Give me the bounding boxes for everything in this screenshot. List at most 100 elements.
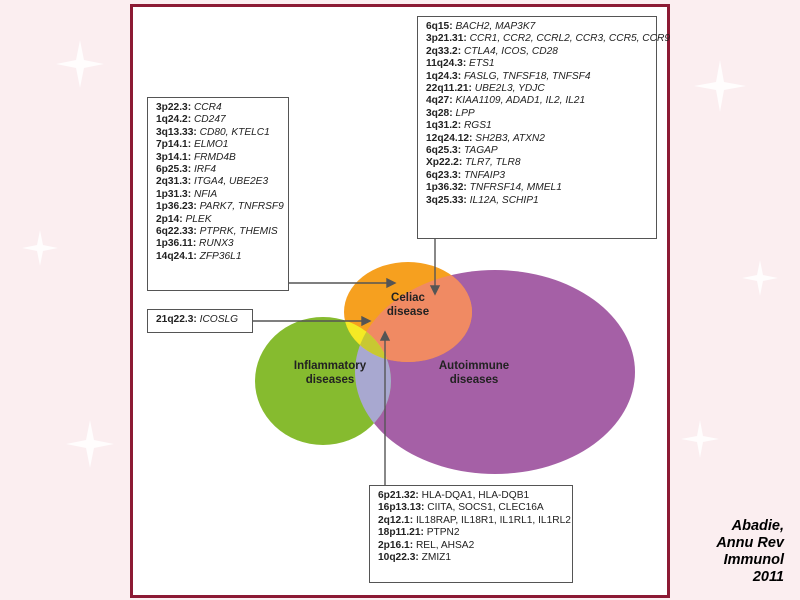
gene-entry: 1p36.32: TNFRSF14, MMEL1 bbox=[426, 182, 648, 194]
locus-label: 2q12.1: bbox=[378, 514, 414, 526]
citation-line: Annu Rev bbox=[716, 535, 784, 551]
gene-entry: 6q23.3: TNFAIP3 bbox=[426, 170, 648, 182]
gene-entry: 2p16.1: REL, AHSA2 bbox=[378, 540, 564, 552]
sparkle-star bbox=[681, 420, 719, 458]
sparkle-star bbox=[742, 260, 778, 296]
gene-entry: 7p14.1: ELMO1 bbox=[156, 139, 280, 151]
locus-label: 1p36.11: bbox=[156, 238, 197, 250]
gene-entry: 1p36.23: PARK7, TNFRSF9 bbox=[156, 201, 284, 213]
gene-names: TNFRSF14, MMEL1 bbox=[466, 182, 562, 194]
citation-line: Immunol bbox=[723, 552, 784, 568]
gene-names: CCR4 bbox=[191, 102, 222, 113]
gene-names: FASLG, TNFSF18, TNFSF4 bbox=[461, 70, 591, 82]
sparkle-star bbox=[66, 420, 114, 468]
gene-entry: 1q24.3: FASLG, TNFSF18, TNFSF4 bbox=[426, 71, 648, 83]
gene-entry: 1q24.2: CD247 bbox=[156, 114, 280, 126]
locus-label: 12q24.12: bbox=[426, 132, 473, 144]
gene-names: PTPN2 bbox=[423, 527, 460, 539]
citation: Abadie, Annu Rev Immunol 2011 bbox=[664, 518, 784, 586]
locus-label: 7p14.1: bbox=[156, 139, 192, 151]
locus-label: 1q24.2: bbox=[156, 114, 192, 126]
gene-entry: 21q22.3: ICOSLG bbox=[156, 314, 244, 326]
locus-label: 3q13.33: bbox=[156, 126, 197, 138]
gene-entry: 4q27: KIAA1109, ADAD1, IL2, IL21 bbox=[426, 95, 648, 107]
gene-entry: 1p36.11: RUNX3 bbox=[156, 238, 280, 250]
gene-entry: 18p11.21: PTPN2 bbox=[378, 527, 564, 539]
gene-names: REL, AHSA2 bbox=[413, 539, 475, 551]
locus-label: 22q11.21: bbox=[426, 83, 472, 95]
gene-names: ITGA4, UBE2E3 bbox=[191, 176, 269, 188]
locus-label: 14q24.1: bbox=[156, 250, 197, 262]
locus-label: 11q24.3: bbox=[426, 58, 467, 70]
autoimmune-label: Autoimmune diseases bbox=[438, 360, 510, 386]
locus-label: 3p14.1: bbox=[156, 151, 192, 163]
locus-label: 6p25.3: bbox=[156, 164, 192, 176]
inflammatory-label: Inflammatory diseases bbox=[293, 360, 367, 386]
arrowhead bbox=[361, 315, 372, 327]
gene-entry: 3q28: LPP bbox=[426, 108, 648, 120]
gene-entry: 14q24.1: ZFP36L1 bbox=[156, 251, 280, 263]
gene-names: IL18RAP, IL18R1, IL1RL1, IL1RL2 bbox=[413, 514, 571, 526]
locus-label: 3q25.33: bbox=[426, 194, 467, 206]
gene-names: CCR1, CCR2, CCRL2, CCR3, CCR5, CCR9 bbox=[466, 33, 671, 45]
gene-names: HLA-DQA1, HLA-DQB1 bbox=[418, 490, 530, 501]
gene-names: PARK7, TNFRSF9 bbox=[196, 201, 284, 213]
locus-label: 3q28: bbox=[426, 107, 453, 119]
gene-names: PLEK bbox=[182, 213, 212, 225]
gene-names: NFIA bbox=[191, 188, 218, 200]
gene-names: KIAA1109, ADAD1, IL2, IL21 bbox=[452, 95, 586, 107]
gene-entry: 2q31.3: ITGA4, UBE2E3 bbox=[156, 176, 280, 188]
gene-entry: 11q24.3: ETS1 bbox=[426, 58, 648, 70]
gene-entry: 1q31.2: RGS1 bbox=[426, 120, 648, 132]
locus-label: 1q24.3: bbox=[426, 70, 462, 82]
gene-entry: 22q11.21: UBE2L3, YDJC bbox=[426, 83, 648, 95]
locus-label: 4q27: bbox=[426, 95, 453, 107]
celiac-autoimmune-overlap bbox=[355, 270, 472, 362]
gene-names: IRF4 bbox=[191, 164, 217, 176]
venn-diagram bbox=[253, 239, 635, 485]
gene-names: UBE2L3, YDJC bbox=[471, 83, 545, 95]
arrowhead bbox=[386, 277, 397, 289]
locus-label: 1p36.32: bbox=[426, 182, 467, 194]
gene-entry: 6q22.33: PTPRK, THEMIS bbox=[156, 226, 280, 238]
locus-label: 6q22.33: bbox=[156, 226, 197, 238]
locus-label: 21q22.3: bbox=[156, 314, 197, 325]
citation-line: Abadie, bbox=[731, 518, 784, 534]
locus-label: 16p13.13: bbox=[378, 502, 425, 514]
gene-entry: 3p22.3: CCR4 bbox=[156, 102, 280, 114]
gene-entry: 10q22.3: ZMIZ1 bbox=[378, 552, 564, 564]
gene-names: CIITA, SOCS1, CLEC16A bbox=[424, 502, 544, 514]
gene-names: ZMIZ1 bbox=[418, 552, 452, 564]
arrowhead bbox=[429, 285, 441, 296]
locus-label: 6q15: bbox=[426, 21, 453, 32]
gene-entry: 3q25.33: IL12A, SCHIP1 bbox=[426, 195, 648, 207]
locus-label: 2p16.1: bbox=[378, 539, 414, 551]
gene-entry: 1p31.3: NFIA bbox=[156, 189, 280, 201]
gene-names: IL12A, SCHIP1 bbox=[466, 194, 539, 206]
gene-names: CD80, KTELC1 bbox=[196, 126, 270, 138]
gene-entry: 3p21.31: CCR1, CCR2, CCRL2, CCR3, CCR5, … bbox=[426, 33, 670, 45]
gene-names: ETS1 bbox=[466, 58, 495, 70]
locus-label: 1p31.3: bbox=[156, 188, 192, 200]
gene-names: SH2B3, ATXN2 bbox=[472, 132, 545, 144]
gene-names: RUNX3 bbox=[196, 238, 234, 250]
gene-names: ICOSLG bbox=[196, 314, 239, 325]
gene-names: CTLA4, ICOS, CD28 bbox=[461, 45, 558, 57]
gene-entry: 6q15: BACH2, MAP3K7 bbox=[426, 21, 648, 33]
gene-entry: 16p13.13: CIITA, SOCS1, CLEC16A bbox=[378, 502, 564, 514]
gene-entry: 6p25.3: IRF4 bbox=[156, 164, 280, 176]
gene-names: ZFP36L1 bbox=[196, 250, 242, 262]
locus-label: 6p21.32: bbox=[378, 490, 419, 501]
locus-label: 3p22.3: bbox=[156, 102, 192, 113]
locus-label: 1p36.23: bbox=[156, 201, 197, 213]
citation-line: 2011 bbox=[752, 569, 784, 585]
locus-label: 1q31.2: bbox=[426, 120, 462, 132]
celiac-inflammatory-gene-box: 21q22.3: ICOSLG bbox=[147, 309, 253, 333]
gene-entry: 6q25.3: TAGAP bbox=[426, 145, 648, 157]
sparkle-star bbox=[22, 230, 58, 266]
gene-names: TLR7, TLR8 bbox=[462, 157, 521, 169]
sparkle-star bbox=[56, 40, 104, 88]
gene-names: TNFAIP3 bbox=[461, 169, 506, 181]
